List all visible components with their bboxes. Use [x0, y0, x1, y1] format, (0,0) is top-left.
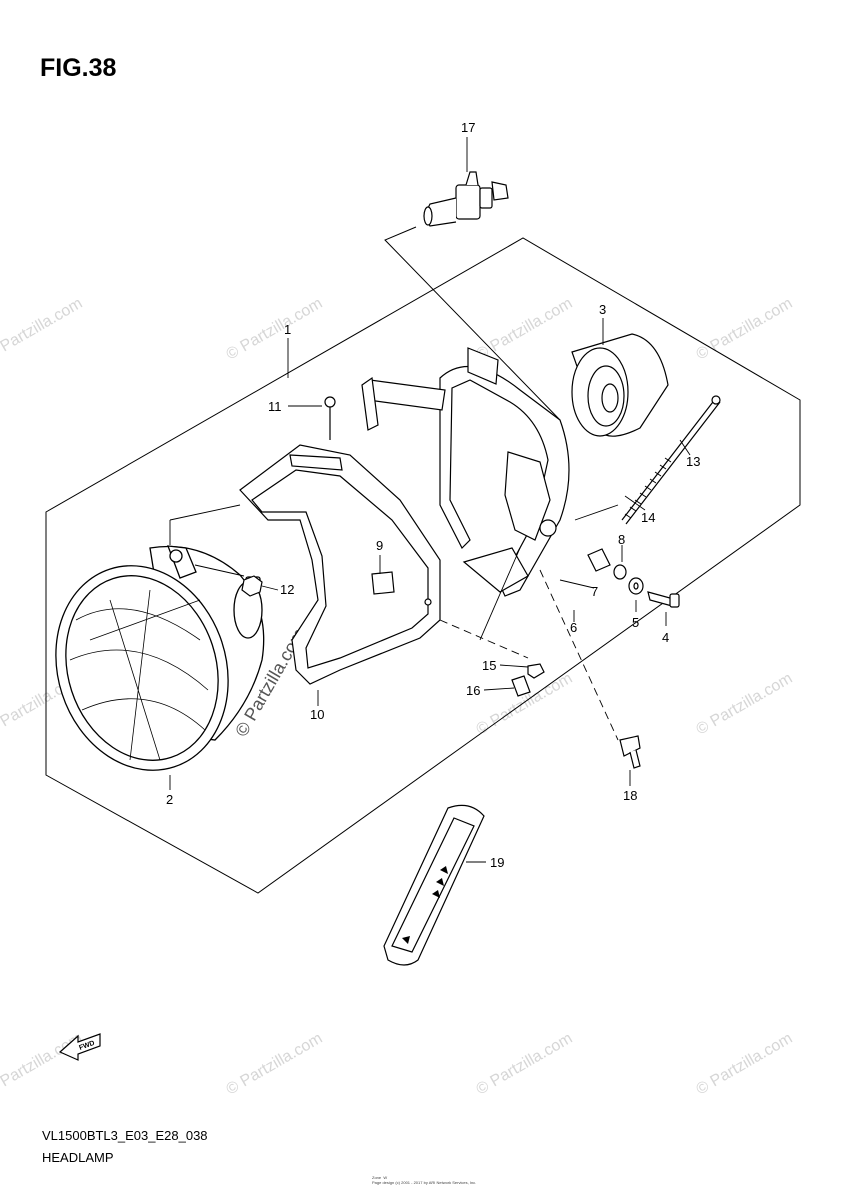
callout-16: 16 — [466, 683, 480, 698]
callout-11: 11 — [268, 399, 282, 414]
callout-15: 15 — [482, 658, 496, 673]
watermark: © Partzilla.com — [474, 1030, 576, 1099]
callout-8: 8 — [618, 532, 625, 547]
adjuster-screw — [621, 395, 721, 525]
diagram-code: VL1500BTL3_E03_E28_038 — [42, 1128, 208, 1143]
callout-14: 14 — [641, 510, 655, 525]
fine-print: Zone W Page design (c) 2001 - 2017 by AR… — [372, 1175, 476, 1185]
socket-cover — [571, 333, 669, 437]
callout-1: 1 — [284, 322, 291, 337]
callout-6: 6 — [570, 620, 577, 635]
callout-3: 3 — [599, 302, 606, 317]
bulb-group-line — [384, 226, 561, 421]
figure-title: FIG.38 — [40, 54, 117, 82]
fine-print-line-1: Zone W — [372, 1175, 388, 1180]
watermark: © Partzilla.com — [694, 670, 796, 739]
callout-10: 10 — [310, 707, 324, 722]
callout-4: 4 — [662, 630, 669, 645]
watermark: © Partzilla.com — [224, 295, 326, 364]
small-hardware — [241, 396, 680, 769]
reflector — [383, 804, 485, 966]
forward-arrow-icon: FWD — [58, 1033, 101, 1061]
watermark: © Partzilla.com — [224, 1030, 326, 1099]
callout-13: 13 — [686, 454, 700, 469]
watermark: © Partzilla.com — [474, 295, 576, 364]
callout-7: 7 — [591, 584, 598, 599]
assembly-outline — [45, 237, 801, 894]
callout-18: 18 — [623, 788, 637, 803]
callout-19: 19 — [490, 855, 504, 870]
leader-lines — [169, 137, 691, 863]
headlamp-unit — [55, 545, 265, 771]
watermark: © Partzilla.com — [694, 295, 796, 364]
fine-print-line-2: Page design (c) 2001 - 2017 by ARI Netwo… — [372, 1180, 477, 1185]
watermark: © Partzilla.com — [694, 1030, 796, 1099]
mounting-bracket — [361, 347, 570, 597]
diagram-name: HEADLAMP — [42, 1150, 114, 1165]
callout-9: 9 — [376, 538, 383, 553]
callout-17: 17 — [461, 120, 475, 135]
adjuster-spring — [624, 457, 672, 519]
callout-labels: 17 1 3 11 13 14 8 9 12 7 5 4 6 15 16 10 … — [166, 120, 700, 870]
bulb — [423, 171, 509, 227]
housing-bracket — [239, 444, 441, 685]
callout-5: 5 — [632, 615, 639, 630]
callout-2: 2 — [166, 792, 173, 807]
callout-12: 12 — [280, 582, 294, 597]
watermark: © Partzilla.com — [0, 295, 85, 364]
